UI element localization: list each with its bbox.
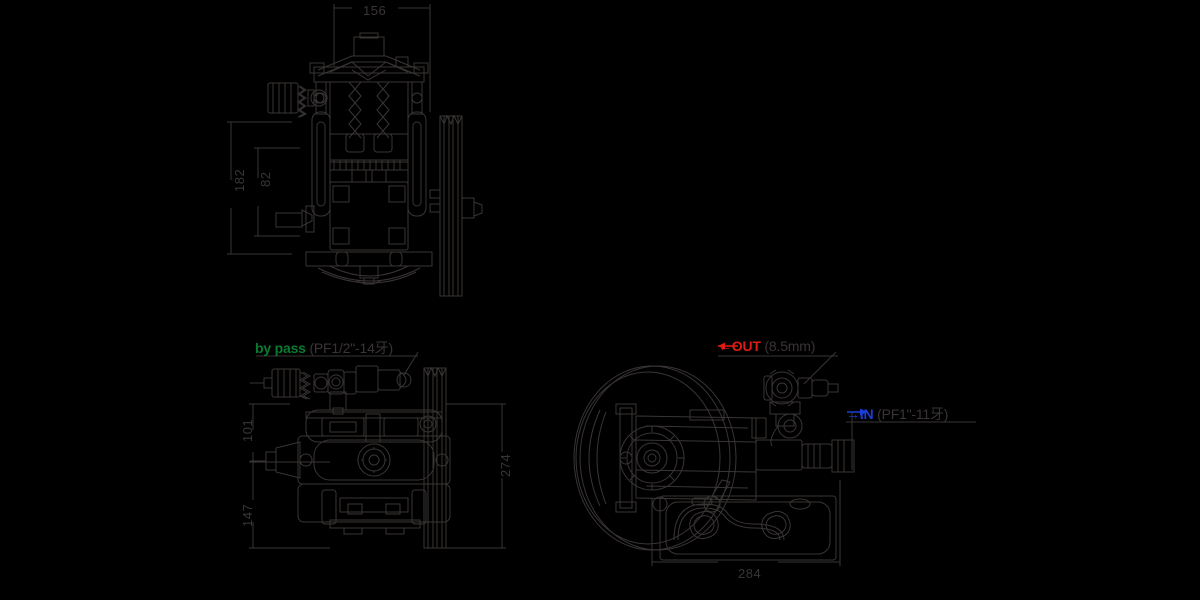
dimension-101: 101 bbox=[240, 418, 255, 442]
dim-101-group bbox=[249, 403, 330, 463]
out-arrow bbox=[718, 342, 738, 350]
bypass-label: by pass (PF1/2"-14牙) bbox=[255, 338, 393, 358]
top-view-assembly bbox=[267, 32, 483, 297]
bypass-label-spec: (PF1/2"-14牙) bbox=[309, 340, 393, 356]
side-view-assembly bbox=[573, 351, 855, 561]
dim-284-group bbox=[651, 480, 841, 566]
out-label: ←OUT (8.5mm) bbox=[718, 338, 815, 354]
front-view-assembly bbox=[250, 351, 451, 549]
dim-182-group bbox=[227, 121, 292, 255]
dimension-156: 156 bbox=[363, 3, 387, 18]
dimension-82: 82 bbox=[258, 171, 273, 187]
dim-147-group bbox=[249, 462, 330, 549]
dimension-182: 182 bbox=[232, 168, 247, 192]
dimension-284: 284 bbox=[738, 566, 762, 581]
out-label-name: ←OUT bbox=[718, 338, 761, 354]
dim-274-group bbox=[446, 403, 506, 549]
dim-156-group bbox=[333, 4, 431, 112]
in-arrow bbox=[847, 408, 867, 416]
in-label: →IN (PF1"-11牙) bbox=[846, 404, 948, 424]
dimension-147: 147 bbox=[240, 503, 255, 527]
in-label-name: →IN bbox=[846, 406, 874, 422]
dimension-274: 274 bbox=[498, 453, 513, 477]
bypass-label-name: by pass bbox=[255, 340, 306, 356]
out-label-spec: (8.5mm) bbox=[764, 338, 816, 354]
dim-82-group bbox=[254, 147, 300, 237]
in-label-spec: (PF1"-11牙) bbox=[877, 406, 949, 422]
